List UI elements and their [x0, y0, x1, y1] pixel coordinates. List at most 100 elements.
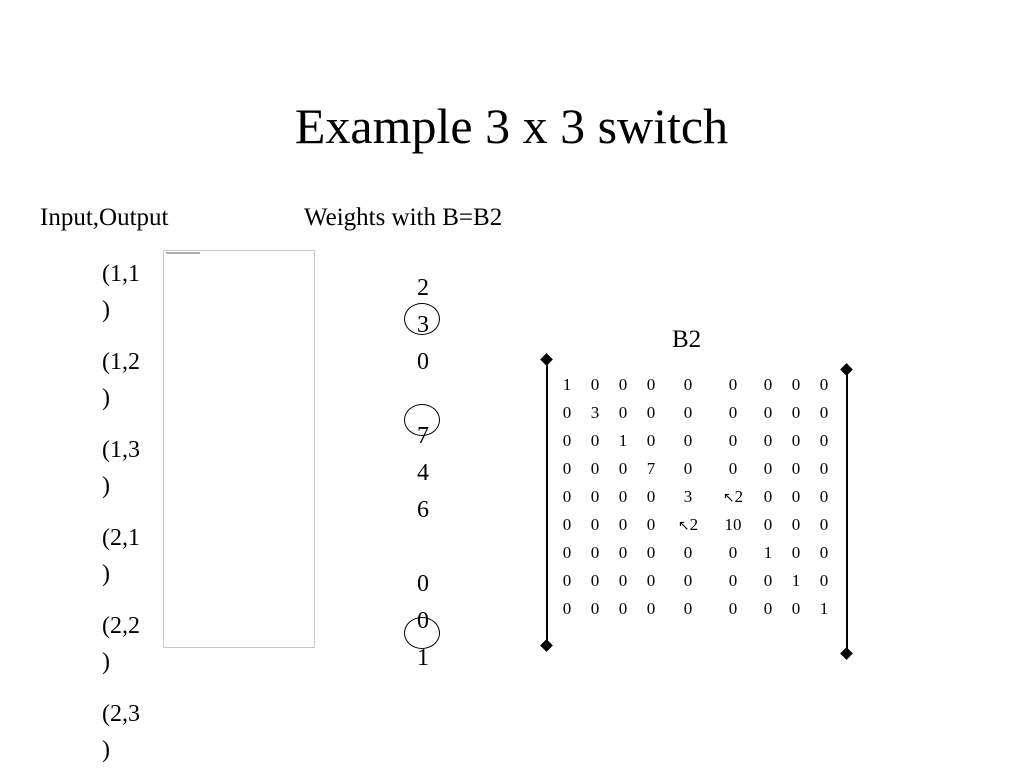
- bracket-handle: [540, 353, 553, 366]
- matrix-cell: 0: [819, 515, 829, 534]
- matrix-cell: 0: [728, 599, 738, 618]
- matrix-cell: 0: [618, 515, 628, 534]
- matrix-cell: 0: [819, 459, 829, 478]
- matrix-cell: 0: [763, 459, 773, 478]
- matrix-cell: 0: [683, 543, 693, 562]
- matrix-cell: 0: [819, 543, 829, 562]
- matrix-cell: 0: [618, 459, 628, 478]
- slide-title: Example 3 x 3 switch: [294, 98, 729, 154]
- matrix-cell: 0: [646, 375, 656, 394]
- weight-value: 0: [417, 349, 429, 375]
- matrix-cell: 0: [819, 487, 829, 506]
- io-pair-label: (2,1: [102, 525, 140, 551]
- matrix-cell-value: 2: [734, 487, 744, 506]
- io-pair-label: (1,1: [102, 261, 140, 287]
- matrix-cell: 0: [590, 543, 600, 562]
- matrix-cell: 0: [683, 375, 693, 394]
- matrix-cell: 0: [728, 459, 738, 478]
- input-output-heading: Input,Output: [40, 204, 169, 231]
- matrix-cell: 0: [562, 403, 572, 422]
- weight-value: 1: [417, 645, 429, 671]
- weight-value: 4: [417, 460, 429, 486]
- matrix-cell: 0: [646, 543, 656, 562]
- matrix-cell: 0: [819, 403, 829, 422]
- matrix-cell: 0: [728, 543, 738, 562]
- matrix-cell: 0: [618, 403, 628, 422]
- cursor-icon: ↖: [722, 490, 735, 506]
- matrix-cell-value: 2: [689, 515, 699, 534]
- matrix-cell: ↖2: [719, 487, 747, 508]
- weights-heading: Weights with B=B2: [304, 204, 503, 231]
- bracket-handle: [540, 639, 553, 652]
- matrix-cell: 0: [763, 599, 773, 618]
- matrix-cell: 0: [728, 431, 738, 450]
- matrix-cell: 3: [590, 403, 600, 422]
- io-pair-label: ): [102, 297, 110, 323]
- bracket-handle: [840, 647, 853, 660]
- matrix-cell: 0: [590, 515, 600, 534]
- circle-marker: [404, 404, 440, 436]
- matrix-cell: 0: [763, 571, 773, 590]
- weight-value: 0: [417, 571, 429, 597]
- matrix-cell: 0: [791, 543, 801, 562]
- matrix-cell: 1: [819, 599, 829, 618]
- matrix-cell: 0: [791, 403, 801, 422]
- io-pair-label: ): [102, 649, 110, 675]
- matrix-cell: 0: [763, 375, 773, 394]
- matrix-cell: 0: [728, 571, 738, 590]
- matrix-cell: 0: [590, 459, 600, 478]
- io-pair-label: ): [102, 561, 110, 587]
- matrix-cell: 10: [724, 515, 742, 534]
- io-pair-label: (2,2: [102, 613, 140, 639]
- matrix-cell: 0: [791, 487, 801, 506]
- matrix-cell: 0: [728, 375, 738, 394]
- matrix-cell: 0: [791, 431, 801, 450]
- matrix-cell: 1: [562, 375, 572, 394]
- io-pair-label: (2,3: [102, 701, 140, 727]
- matrix-cell: 0: [763, 515, 773, 534]
- matrix-cell: 0: [590, 487, 600, 506]
- matrix-cell: 0: [819, 431, 829, 450]
- matrix-cell: 0: [646, 599, 656, 618]
- matrix-cell: 0: [590, 375, 600, 394]
- matrix-cell: 0: [562, 599, 572, 618]
- matrix-cell: 0: [791, 515, 801, 534]
- matrix-cell: 0: [763, 487, 773, 506]
- matrix-cell: 0: [683, 459, 693, 478]
- matrix-cell: 0: [646, 431, 656, 450]
- matrix-cell: 0: [819, 571, 829, 590]
- matrix-cell: 0: [562, 487, 572, 506]
- matrix-cell: 0: [618, 543, 628, 562]
- matrix-cell: 0: [683, 431, 693, 450]
- matrix-cell: 0: [590, 431, 600, 450]
- matrix-cell: 0: [819, 375, 829, 394]
- io-pair-label: (1,2: [102, 349, 140, 375]
- matrix-cell: 0: [562, 459, 572, 478]
- matrix-cell: 1: [791, 571, 801, 590]
- matrix-cell: 0: [791, 375, 801, 394]
- matrix-cell: 0: [618, 571, 628, 590]
- matrix-cell: 0: [646, 515, 656, 534]
- matrix-cell: 0: [618, 487, 628, 506]
- matrix-cell: 0: [683, 403, 693, 422]
- matrix-cell: 0: [618, 599, 628, 618]
- circle-marker: [404, 617, 440, 649]
- matrix-cell: 0: [590, 599, 600, 618]
- matrix-cell: 0: [562, 515, 572, 534]
- matrix-cell: 0: [562, 431, 572, 450]
- matrix-cell: 0: [763, 431, 773, 450]
- io-pair-label: (1,3: [102, 437, 140, 463]
- weight-value: 6: [417, 497, 429, 523]
- circle-marker: [404, 303, 440, 335]
- matrix-right-bracket: [846, 370, 848, 654]
- matrix-cell: 1: [618, 431, 628, 450]
- matrix-cell: ↖2: [674, 515, 702, 536]
- matrix-label: B2: [672, 326, 702, 353]
- matrix-cell: 0: [646, 403, 656, 422]
- matrix-cell: 0: [562, 571, 572, 590]
- matrix-cell: 7: [646, 459, 656, 478]
- matrix-cell: 0: [646, 487, 656, 506]
- matrix-cell: 3: [683, 487, 693, 506]
- matrix-cell: 0: [618, 375, 628, 394]
- io-pair-label: ): [102, 473, 110, 499]
